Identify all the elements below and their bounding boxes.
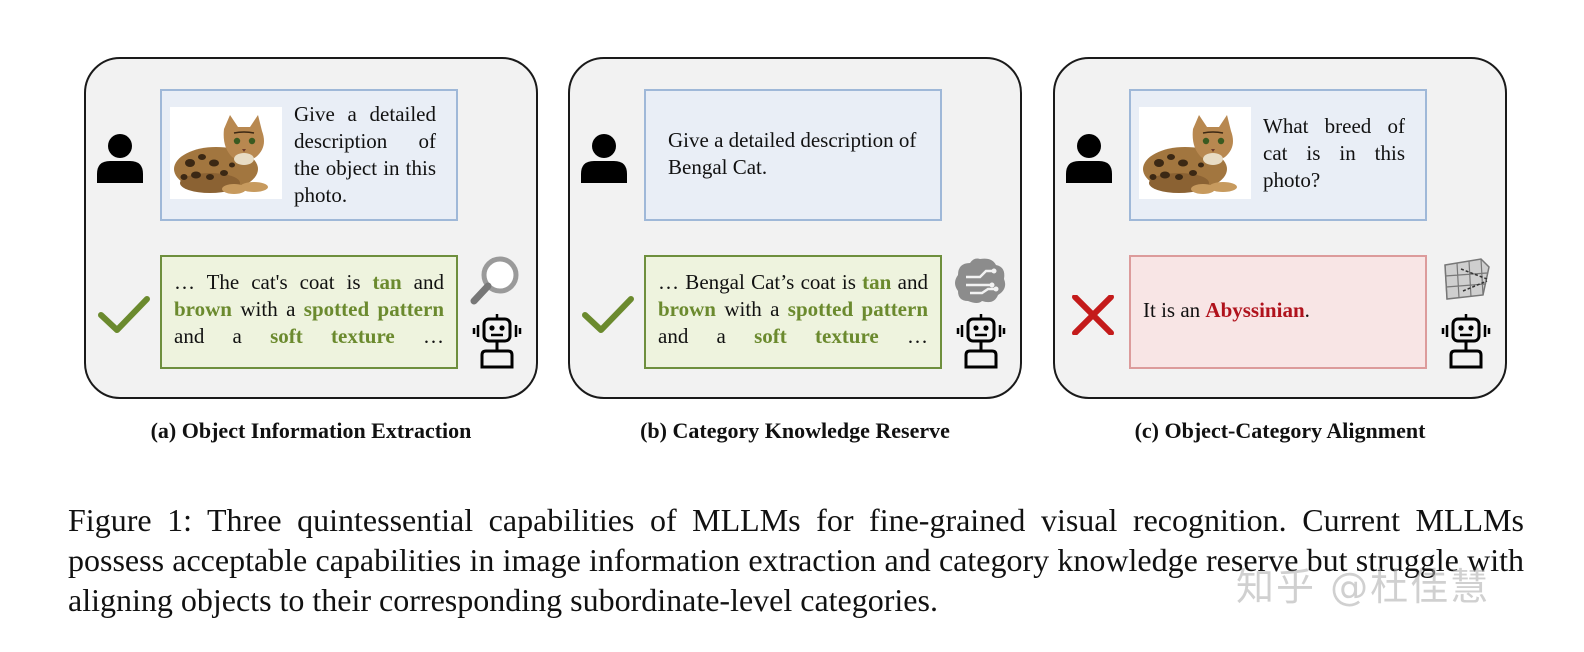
highlight-soft-texture: soft texture [754, 324, 879, 348]
answer-box: … Bengal Cat’s coat is tan and brown wit… [644, 255, 942, 369]
user-icon [1065, 133, 1113, 183]
user-icon [580, 133, 628, 183]
cat-photo [170, 107, 282, 199]
checkmark-icon [98, 295, 150, 335]
highlight-tan: tan [372, 270, 402, 294]
highlight-spotted-pattern: spotted pattern [787, 297, 929, 321]
panel-object-category-alignment: What breed of cat is in this photo? It i… [1053, 57, 1507, 399]
figure-caption: Figure 1: Three quintessential capabilit… [68, 502, 1524, 618]
subcaption-a: (a) Object Information Extraction [150, 418, 472, 443]
answer-text: It is an Abyssinian. [1143, 298, 1310, 322]
answer-text: … Bengal Cat’s coat is tan and brown wit… [658, 270, 929, 348]
robot-icon [468, 313, 526, 369]
question-box: Give a detailed description of Bengal Ca… [644, 89, 942, 221]
brain-circuit-icon [952, 255, 1008, 307]
subcaption-c: (c) Object-Category Alignment [1134, 418, 1426, 443]
highlight-soft-texture: soft texture [270, 324, 395, 348]
answer-box: … The cat's coat is tan and brown with a… [160, 255, 458, 369]
question-text: What breed of cat is in this photo? [1263, 114, 1405, 192]
alignment-grid-icon [1437, 255, 1493, 307]
question-box: What breed of cat is in this photo? [1129, 89, 1427, 221]
user-icon [96, 133, 144, 183]
answer-box: It is an Abyssinian. [1129, 255, 1427, 369]
robot-icon [952, 313, 1010, 369]
answer-text: … The cat's coat is tan and brown with a… [174, 270, 445, 348]
highlight-spotted-pattern: spotted pattern [303, 297, 445, 321]
highlight-brown: brown [658, 297, 716, 321]
cross-icon [1067, 295, 1119, 335]
cat-photo [1139, 107, 1251, 199]
panel-object-information-extraction: Give a detailed description of the objec… [84, 57, 538, 399]
question-box: Give a detailed description of the objec… [160, 89, 458, 221]
magnifier-icon [468, 255, 524, 307]
panel-category-knowledge-reserve: Give a detailed description of Bengal Ca… [568, 57, 1022, 399]
subcaption-b: (b) Category Knowledge Reserve [640, 418, 950, 443]
highlight-abyssinian: Abyssinian [1205, 298, 1305, 322]
question-text: Give a detailed description of the objec… [294, 102, 436, 207]
checkmark-icon [582, 295, 634, 335]
robot-icon [1437, 313, 1495, 369]
watermark: 知乎 @杜佳慧 [1236, 565, 1491, 609]
highlight-tan: tan [862, 270, 892, 294]
highlight-brown: brown [174, 297, 232, 321]
question-text: Give a detailed description of Bengal Ca… [668, 128, 917, 179]
